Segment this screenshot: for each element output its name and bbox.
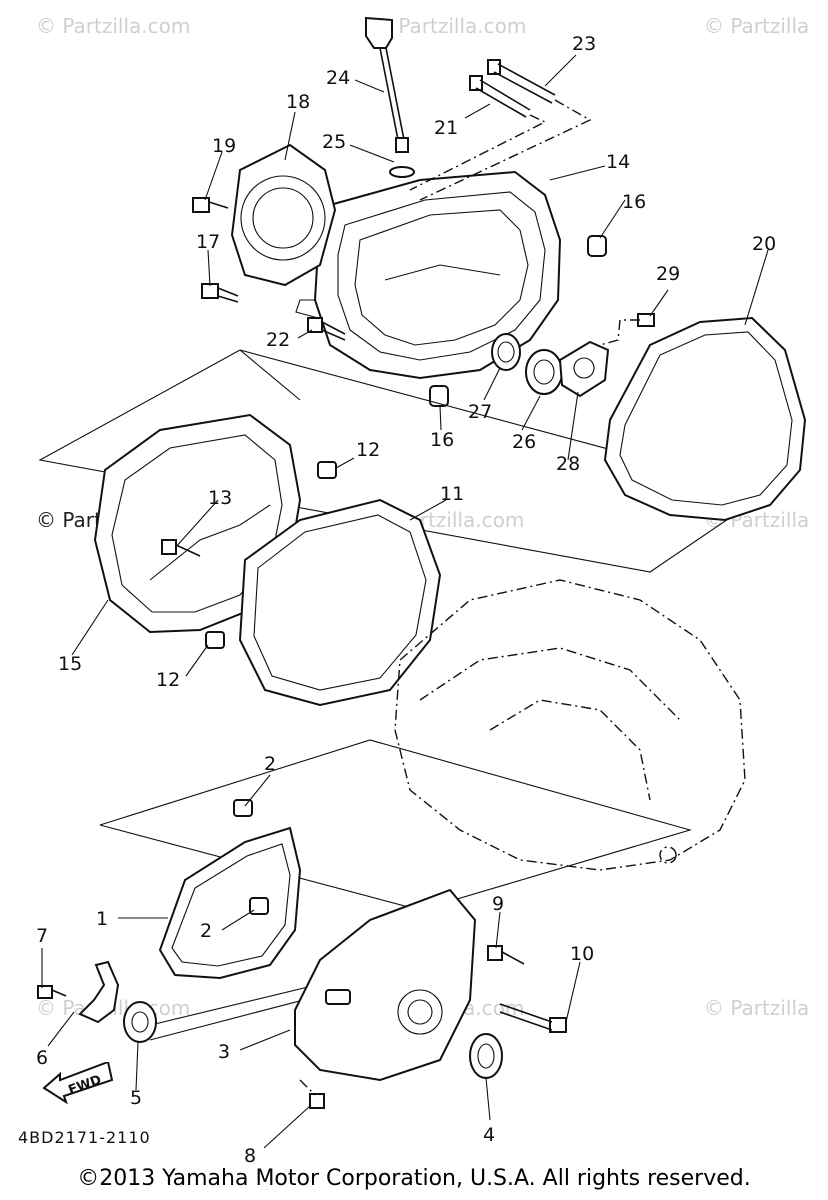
callout-1: 1	[96, 908, 108, 930]
callout-23: 23	[572, 33, 596, 55]
diagram-code: 4BD2171-2110	[18, 1128, 151, 1147]
callout-13: 13	[208, 487, 232, 509]
watermark-top-right: © Partzilla	[704, 14, 810, 38]
callout-12-top: 12	[356, 439, 380, 461]
callout-16-bottom: 16	[430, 429, 454, 451]
callout-15: 15	[58, 653, 82, 675]
bolts-17-19-22	[192, 197, 346, 341]
callout-11: 11	[440, 483, 464, 505]
callout-10: 10	[570, 943, 594, 965]
callout-2-mid: 2	[200, 920, 212, 942]
callout-3: 3	[218, 1041, 230, 1063]
callout-16-right: 16	[622, 191, 646, 213]
gasket-11	[238, 498, 442, 707]
cover-plate-18	[230, 143, 337, 287]
callout-4: 4	[483, 1124, 495, 1146]
dipstick-24	[365, 16, 415, 178]
watermark-top-left: © Partzilla.com	[36, 14, 191, 38]
seal-and-bracket-lower-left	[37, 960, 157, 1043]
callout-22: 22	[266, 329, 290, 351]
leader-lines	[41, 54, 769, 1149]
callout-26: 26	[512, 431, 536, 453]
callout-27: 27	[468, 401, 492, 423]
callout-2-top: 2	[264, 753, 276, 775]
callout-14: 14	[606, 151, 630, 173]
gasket-1	[158, 799, 302, 980]
watermark-low-right: © Partzilla	[704, 996, 810, 1020]
engine-block	[394, 579, 746, 871]
bearings-and-dowels-upper	[429, 235, 655, 407]
callout-18: 18	[286, 91, 310, 113]
callout-5: 5	[130, 1087, 142, 1109]
callout-19: 19	[212, 135, 236, 157]
callout-25: 25	[322, 131, 346, 153]
callout-8: 8	[244, 1145, 256, 1167]
callout-28: 28	[556, 453, 580, 475]
callout-21: 21	[434, 117, 458, 139]
callout-6: 6	[36, 1047, 48, 1069]
copyright-notice: ©2013 Yamaha Motor Corporation, U.S.A. A…	[77, 1166, 751, 1191]
callout-20: 20	[752, 233, 776, 255]
callout-29: 29	[656, 263, 680, 285]
fwd-arrow-icon: FWD	[42, 1062, 114, 1104]
bolts-21-23	[409, 59, 592, 201]
callout-17: 17	[196, 231, 220, 253]
cover-3	[294, 888, 567, 1109]
gasket-20	[38, 316, 807, 573]
callout-7: 7	[36, 925, 48, 947]
watermark-top-center: © Partzilla.com	[372, 14, 527, 38]
crankcase-cover-upper	[295, 170, 562, 380]
callout-12-bottom: 12	[156, 669, 180, 691]
callout-9: 9	[492, 893, 504, 915]
callout-24: 24	[326, 67, 350, 89]
